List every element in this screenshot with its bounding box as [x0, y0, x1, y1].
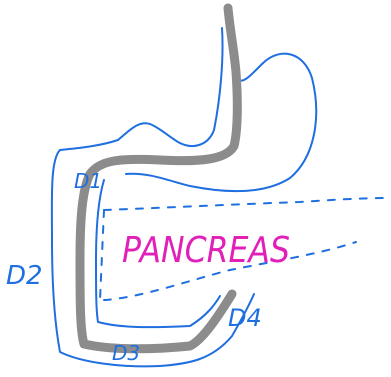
- label-d3: D3: [112, 341, 140, 365]
- pancreas-outline-top: [104, 198, 388, 210]
- label-d1: D1: [74, 169, 102, 193]
- pancreas-outline-left: [100, 210, 104, 300]
- stomach-outline: [118, 28, 316, 191]
- label-pancreas: PANCREAS: [122, 230, 290, 271]
- label-d4: D4: [228, 304, 262, 332]
- label-d2: D2: [6, 261, 43, 291]
